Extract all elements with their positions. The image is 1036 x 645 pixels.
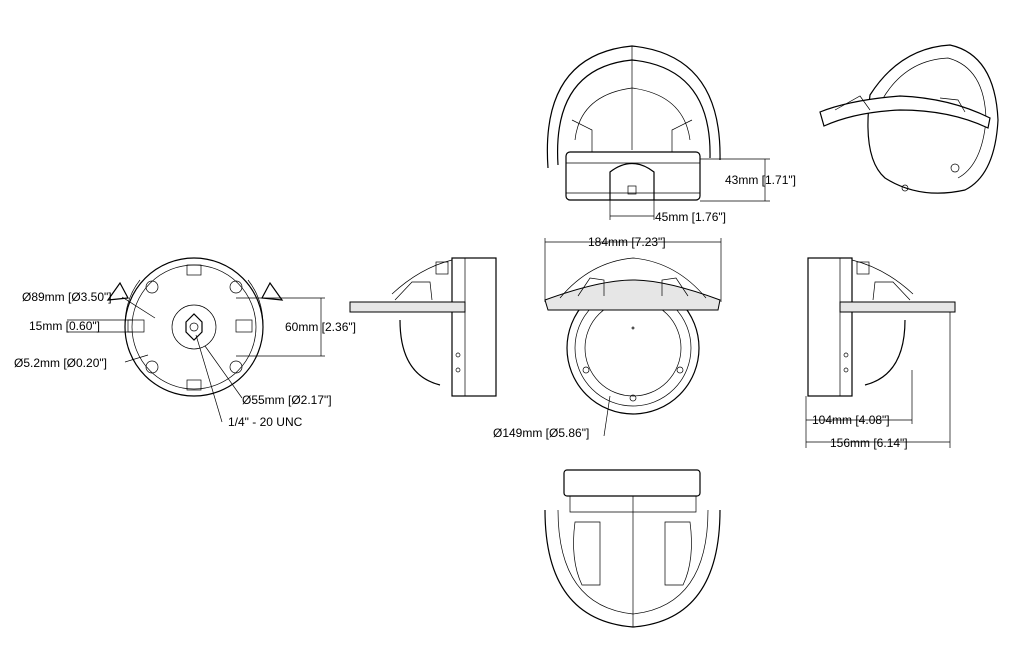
dim-label-thread: 1/4" - 20 UNC	[228, 415, 303, 429]
dim-label-184mm: 184mm [7.23"]	[588, 235, 666, 249]
isometric-view	[819, 44, 999, 194]
dim-label-156mm: 156mm [6.14"]	[830, 436, 908, 450]
dimension-thread: 1/4" - 20 UNC	[195, 334, 303, 429]
dimension-184mm: 184mm [7.23"]	[544, 235, 722, 302]
dim-label-149mm: Ø149mm [Ø5.86"]	[493, 426, 589, 440]
dimension-15mm: 15mm [0.60"]	[29, 319, 132, 333]
dim-label-5-2mm: Ø5.2mm [Ø0.20"]	[14, 356, 107, 370]
dim-label-89mm: Ø89mm [Ø3.50"]	[22, 290, 112, 304]
dim-label-55mm: Ø55mm [Ø2.17"]	[242, 393, 332, 407]
base-plate-view	[106, 257, 284, 397]
bottom-view	[544, 469, 721, 628]
dim-label-45mm: 45mm [1.76"]	[655, 210, 726, 224]
dimension-55mm: Ø55mm [Ø2.17"]	[204, 345, 332, 407]
dimension-5-2mm: Ø5.2mm [Ø0.20"]	[14, 354, 149, 370]
side-view-right	[807, 257, 956, 397]
dimension-104mm: 104mm [4.08"]	[805, 370, 913, 427]
side-view-left	[349, 257, 497, 397]
dim-label-104mm: 104mm [4.08"]	[812, 413, 890, 427]
dimension-156mm: 156mm [6.14"]	[805, 312, 951, 450]
dimension-89mm: Ø89mm [Ø3.50"]	[22, 290, 156, 319]
front-view	[544, 257, 721, 415]
top-view	[546, 45, 721, 201]
dim-label-43mm: 43mm [1.71"]	[725, 173, 796, 187]
dimension-149mm: Ø149mm [Ø5.86"]	[493, 395, 611, 440]
dimension-60mm: 60mm [2.36"]	[236, 297, 356, 357]
dimension-43mm: 43mm [1.71"]	[700, 158, 796, 202]
dim-label-60mm: 60mm [2.36"]	[285, 320, 356, 334]
dim-label-15mm: 15mm [0.60"]	[29, 319, 100, 333]
dimension-45mm: 45mm [1.76"]	[609, 200, 726, 224]
